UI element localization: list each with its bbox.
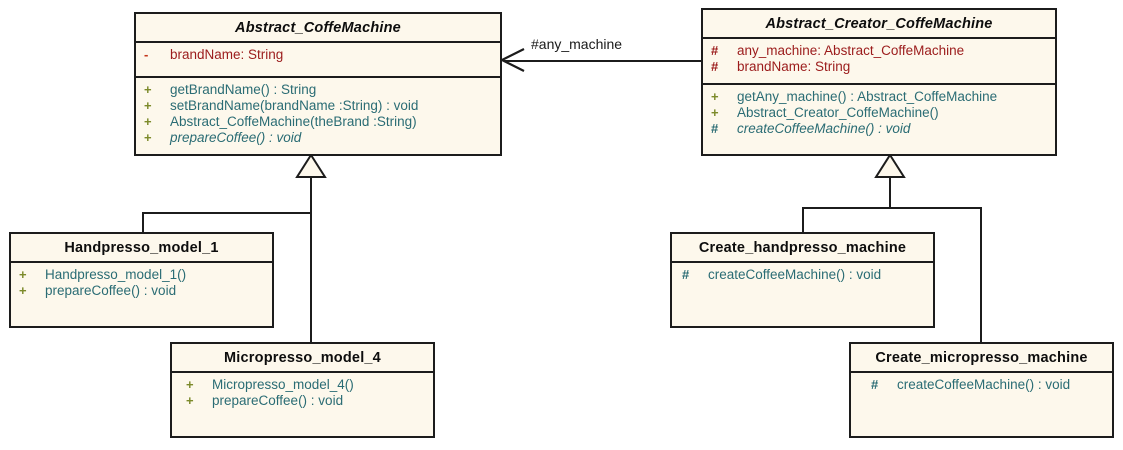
visibility-marker: +: [19, 267, 27, 282]
methods-compartment: + getAny_machine() : Abstract_CoffeMachin…: [703, 85, 1055, 141]
compartment-divider: [172, 371, 433, 373]
attribute-row: # brandName: String: [703, 59, 1055, 75]
attribute-row: # any_machine: Abstract_CoffeMachine: [703, 43, 1055, 59]
class-title-abstract-coffemachine: Abstract_CoffeMachine: [235, 20, 401, 36]
method-row: + Micropresso_model_4(): [172, 377, 433, 393]
method-row-abstract: # createCoffeeMachine() : void: [703, 121, 1055, 137]
methods-compartment: # createCoffeeMachine() : void: [672, 263, 933, 287]
class-box-create-handpresso-machine[interactable]: Create_handpresso_machine # createCoffeeM…: [670, 232, 935, 328]
attribute-label: brandName: String: [737, 59, 851, 74]
method-row: + Handpresso_model_1(): [11, 267, 272, 283]
method-label: createCoffeeMachine() : void: [737, 121, 911, 136]
generalization-bar-right: [802, 207, 982, 209]
compartment-divider: [672, 261, 933, 263]
association-label: #any_machine: [531, 36, 623, 52]
class-box-abstract-creator-coffemachine[interactable]: Abstract_Creator_CoffeMachine # any_machi…: [701, 8, 1057, 156]
method-label: createCoffeeMachine() : void: [897, 377, 1071, 392]
class-title-handpresso-model-1: Handpresso_model_1: [64, 240, 219, 256]
compartment-divider: [136, 41, 500, 43]
association-arrowhead-icon: [499, 48, 525, 72]
method-label: Micropresso_model_4(): [212, 377, 354, 392]
attribute-row: - brandName: String: [136, 47, 500, 63]
class-title-create-handpresso-machine: Create_handpresso_machine: [698, 240, 907, 256]
method-row: + Abstract_CoffeMachine(theBrand :String): [136, 114, 500, 130]
class-box-handpresso-model-1[interactable]: Handpresso_model_1 + Handpresso_model_1()…: [9, 232, 274, 328]
visibility-marker: +: [144, 98, 152, 113]
generalization-drop-handpresso: [142, 212, 144, 234]
visibility-marker: +: [186, 377, 194, 392]
visibility-marker: +: [711, 105, 719, 120]
association-line-any-machine: [504, 60, 702, 62]
method-row: + prepareCoffee() : void: [172, 393, 433, 409]
compartment-divider: [851, 371, 1112, 373]
attributes-compartment: # any_machine: Abstract_CoffeMachine # bra…: [703, 39, 1055, 83]
generalization-drop-create-micropresso: [980, 207, 982, 344]
method-row: + setBrandName(brandName :String) : void: [136, 98, 500, 114]
attribute-label: brandName: String: [170, 47, 284, 62]
method-row: # createCoffeeMachine() : void: [851, 377, 1112, 393]
class-box-micropresso-model-4[interactable]: Micropresso_model_4 + Micropresso_model_4…: [170, 342, 435, 438]
attribute-label: any_machine: Abstract_CoffeMachine: [737, 43, 965, 58]
generalization-bar-left: [142, 212, 312, 214]
method-row: # createCoffeeMachine() : void: [672, 267, 933, 283]
methods-compartment: + getBrandName() : String + setBrandName(b…: [136, 78, 500, 150]
methods-compartment: # createCoffeeMachine() : void: [851, 373, 1112, 397]
visibility-marker: +: [144, 82, 152, 97]
method-label: prepareCoffee() : void: [170, 130, 302, 145]
generalization-triangle-icon-left: [295, 153, 327, 178]
visibility-marker: #: [711, 121, 719, 136]
method-row: + getAny_machine() : Abstract_CoffeMachin…: [703, 89, 1055, 105]
class-box-create-micropresso-machine[interactable]: Create_micropresso_machine # createCoffee…: [849, 342, 1114, 438]
visibility-marker: -: [144, 47, 149, 62]
visibility-marker: +: [711, 89, 719, 104]
visibility-marker: +: [144, 130, 152, 145]
attributes-compartment: - brandName: String: [136, 43, 500, 76]
method-row: + getBrandName() : String: [136, 82, 500, 98]
visibility-marker: +: [186, 393, 194, 408]
method-label: prepareCoffee() : void: [212, 393, 344, 408]
generalization-triangle-icon-right: [874, 153, 906, 178]
method-label: getAny_machine() : Abstract_CoffeMachine: [737, 89, 998, 104]
compartment-divider: [136, 76, 500, 78]
method-label: prepareCoffee() : void: [45, 283, 177, 298]
method-label: Abstract_CoffeMachine(theBrand :String): [170, 114, 417, 129]
class-title-create-micropresso-machine: Create_micropresso_machine: [875, 350, 1088, 366]
class-title-abstract-creator-coffemachine: Abstract_Creator_CoffeMachine: [765, 16, 993, 32]
visibility-marker: +: [19, 283, 27, 298]
compartment-divider: [703, 37, 1055, 39]
method-label: getBrandName() : String: [170, 82, 317, 97]
visibility-marker: #: [682, 267, 690, 282]
visibility-marker: #: [871, 377, 879, 392]
generalization-stem-left: [310, 176, 312, 214]
visibility-marker: #: [711, 43, 719, 58]
method-label: Handpresso_model_1(): [45, 267, 187, 282]
methods-compartment: + Handpresso_model_1() + prepareCoffee() :…: [11, 263, 272, 303]
visibility-marker: #: [711, 59, 719, 74]
generalization-drop-micropresso: [310, 212, 312, 344]
generalization-stem-right: [889, 176, 891, 209]
class-title-micropresso-model-4: Micropresso_model_4: [224, 350, 381, 366]
visibility-marker: +: [144, 114, 152, 129]
method-row: + prepareCoffee() : void: [11, 283, 272, 299]
generalization-drop-create-handpresso: [802, 207, 804, 234]
method-label: createCoffeeMachine() : void: [708, 267, 882, 282]
method-label: setBrandName(brandName :String) : void: [170, 98, 419, 113]
method-row: + Abstract_Creator_CoffeMachine(): [703, 105, 1055, 121]
method-row-abstract: + prepareCoffee() : void: [136, 130, 500, 146]
methods-compartment: + Micropresso_model_4() + prepareCoffee() …: [172, 373, 433, 413]
compartment-divider: [11, 261, 272, 263]
compartment-divider: [703, 83, 1055, 85]
class-box-abstract-coffemachine[interactable]: Abstract_CoffeMachine - brandName: String…: [134, 12, 502, 156]
method-label: Abstract_Creator_CoffeMachine(): [737, 105, 939, 120]
